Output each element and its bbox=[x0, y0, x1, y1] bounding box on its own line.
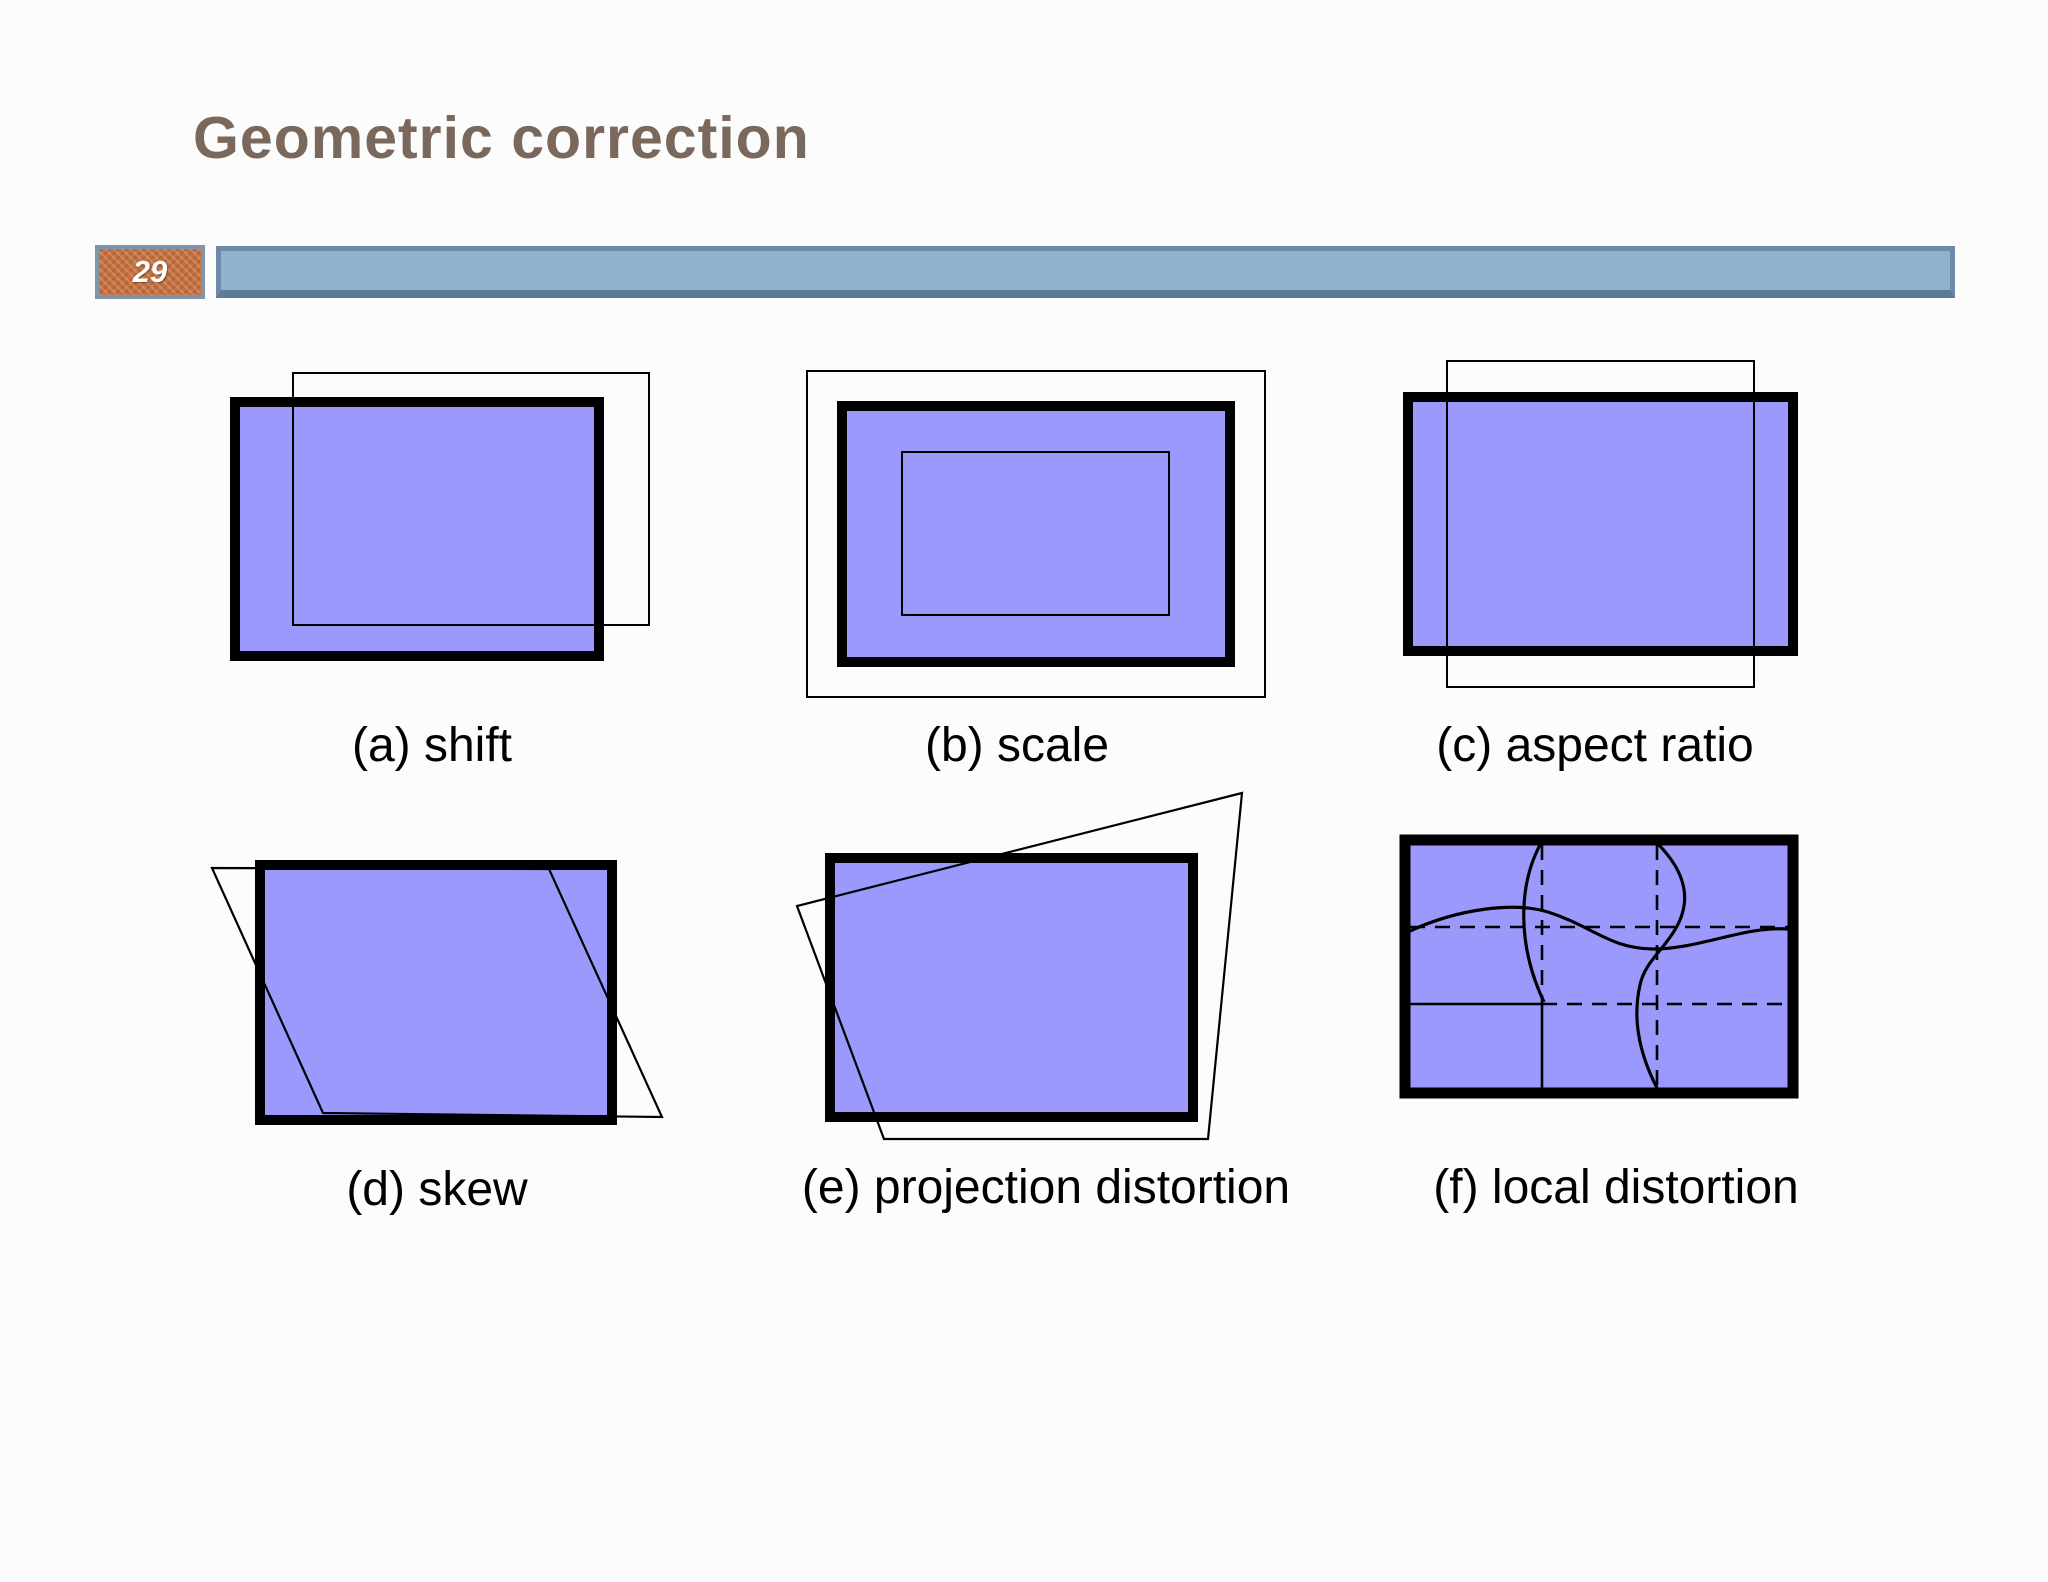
fig-f-warped-horizontal-curve bbox=[1409, 905, 1789, 951]
page-title: Geometric correction bbox=[193, 105, 810, 171]
figure-aspect-ratio bbox=[1403, 360, 1798, 688]
fig-b-inner-reference-rect bbox=[901, 451, 1170, 616]
fig-f-warped-vertical-curve-right bbox=[1635, 841, 1687, 1089]
fig-e-image-rect bbox=[825, 853, 1198, 1122]
caption-local-distortion: (f) local distortion bbox=[1433, 1161, 1799, 1214]
fig-f-warped-vertical-curve-left bbox=[1522, 842, 1546, 1003]
figure-scale bbox=[806, 370, 1266, 698]
caption-projection-distortion: (e) projection distortion bbox=[801, 1161, 1291, 1214]
fig-a-image-rect bbox=[230, 397, 604, 661]
fig-a-reference-rect bbox=[292, 372, 650, 626]
caption-aspect-ratio: (c) aspect ratio bbox=[1436, 719, 1754, 772]
figure-projection-distortion bbox=[795, 791, 1244, 1141]
page-number: 29 bbox=[132, 254, 168, 289]
page-number-badge: 29 bbox=[95, 245, 205, 299]
figure-local-distortion bbox=[1399, 834, 1799, 1099]
fig-d-skewed-parallelogram bbox=[210, 866, 664, 1119]
fig-b-outer-reference-rect bbox=[806, 370, 1266, 698]
header-bar bbox=[216, 246, 1955, 298]
fig-c-image-rect bbox=[1403, 392, 1798, 656]
caption-skew: (d) skew bbox=[346, 1163, 528, 1216]
fig-d-image-rect bbox=[255, 860, 617, 1125]
caption-scale: (b) scale bbox=[924, 719, 1110, 772]
figure-skew bbox=[210, 860, 664, 1125]
fig-f-image-rect bbox=[1399, 834, 1799, 1099]
fig-c-reference-rect bbox=[1446, 360, 1755, 688]
figure-shift bbox=[230, 372, 650, 661]
fig-e-projected-quadrilateral bbox=[795, 791, 1244, 1141]
fig-b-image-rect bbox=[837, 401, 1235, 667]
caption-shift: (a) shift bbox=[351, 719, 513, 772]
